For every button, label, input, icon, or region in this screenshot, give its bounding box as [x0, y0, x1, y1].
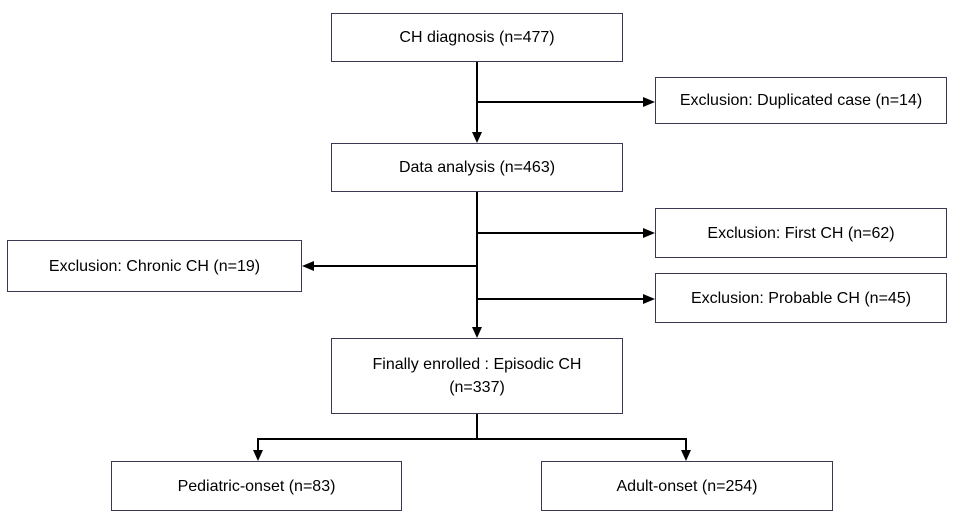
- node-exclusion-duplicated-case: Exclusion: Duplicated case (n=14): [655, 77, 947, 124]
- connector-diagnosis-to-analysis-line: [476, 62, 478, 133]
- node-exclusion-first-ch-label: Exclusion: First CH (n=62): [707, 224, 895, 242]
- arrow-left-icon: [302, 261, 314, 271]
- arrow-down-icon: [681, 450, 691, 461]
- node-adult-onset: Adult-onset (n=254): [541, 461, 833, 511]
- arrow-right-icon: [643, 294, 655, 304]
- node-pediatric-onset: Pediatric-onset (n=83): [111, 461, 402, 511]
- arrow-right-icon: [643, 97, 655, 107]
- node-exclusion-chronic-ch-label: Exclusion: Chronic CH (n=19): [48, 257, 261, 275]
- node-exclusion-probable-ch: Exclusion: Probable CH (n=45): [655, 273, 947, 323]
- connector-analysis-to-enrolled-line: [476, 192, 478, 327]
- connector-analysis-to-first-ch-line: [477, 232, 644, 234]
- node-adult-onset-label: Adult-onset (n=254): [616, 477, 758, 495]
- node-finally-enrolled-line2: (n=337): [449, 379, 505, 396]
- node-finally-enrolled: Finally enrolled : Episodic CH (n=337): [331, 338, 623, 414]
- node-ch-diagnosis: CH diagnosis (n=477): [331, 13, 623, 62]
- node-exclusion-duplicated-case-label: Exclusion: Duplicated case (n=14): [679, 92, 923, 109]
- node-ch-diagnosis-label: CH diagnosis (n=477): [399, 29, 555, 46]
- arrow-right-icon: [643, 228, 655, 238]
- connector-analysis-to-probable-ch-line: [477, 298, 644, 300]
- connector-diagnosis-to-duplicated-line: [477, 101, 644, 103]
- node-data-analysis: Data analysis (n=463): [331, 143, 623, 192]
- connector-split-to-adult-line: [685, 438, 687, 450]
- node-finally-enrolled-line1: Finally enrolled : Episodic CH: [372, 356, 582, 373]
- node-pediatric-onset-label: Pediatric-onset (n=83): [177, 477, 336, 495]
- arrow-down-icon: [472, 132, 482, 143]
- arrow-down-icon: [472, 327, 482, 338]
- connector-analysis-to-chronic-ch-line: [314, 265, 477, 267]
- node-exclusion-first-ch: Exclusion: First CH (n=62): [655, 208, 947, 258]
- node-exclusion-probable-ch-label: Exclusion: Probable CH (n=45): [690, 289, 912, 307]
- arrow-down-icon: [253, 450, 263, 461]
- node-data-analysis-label: Data analysis (n=463): [398, 159, 556, 176]
- node-exclusion-chronic-ch: Exclusion: Chronic CH (n=19): [7, 240, 302, 292]
- connector-enrolled-stem-line: [476, 414, 478, 439]
- connector-split-horizontal-line: [257, 438, 687, 440]
- connector-split-to-pediatric-line: [257, 438, 259, 450]
